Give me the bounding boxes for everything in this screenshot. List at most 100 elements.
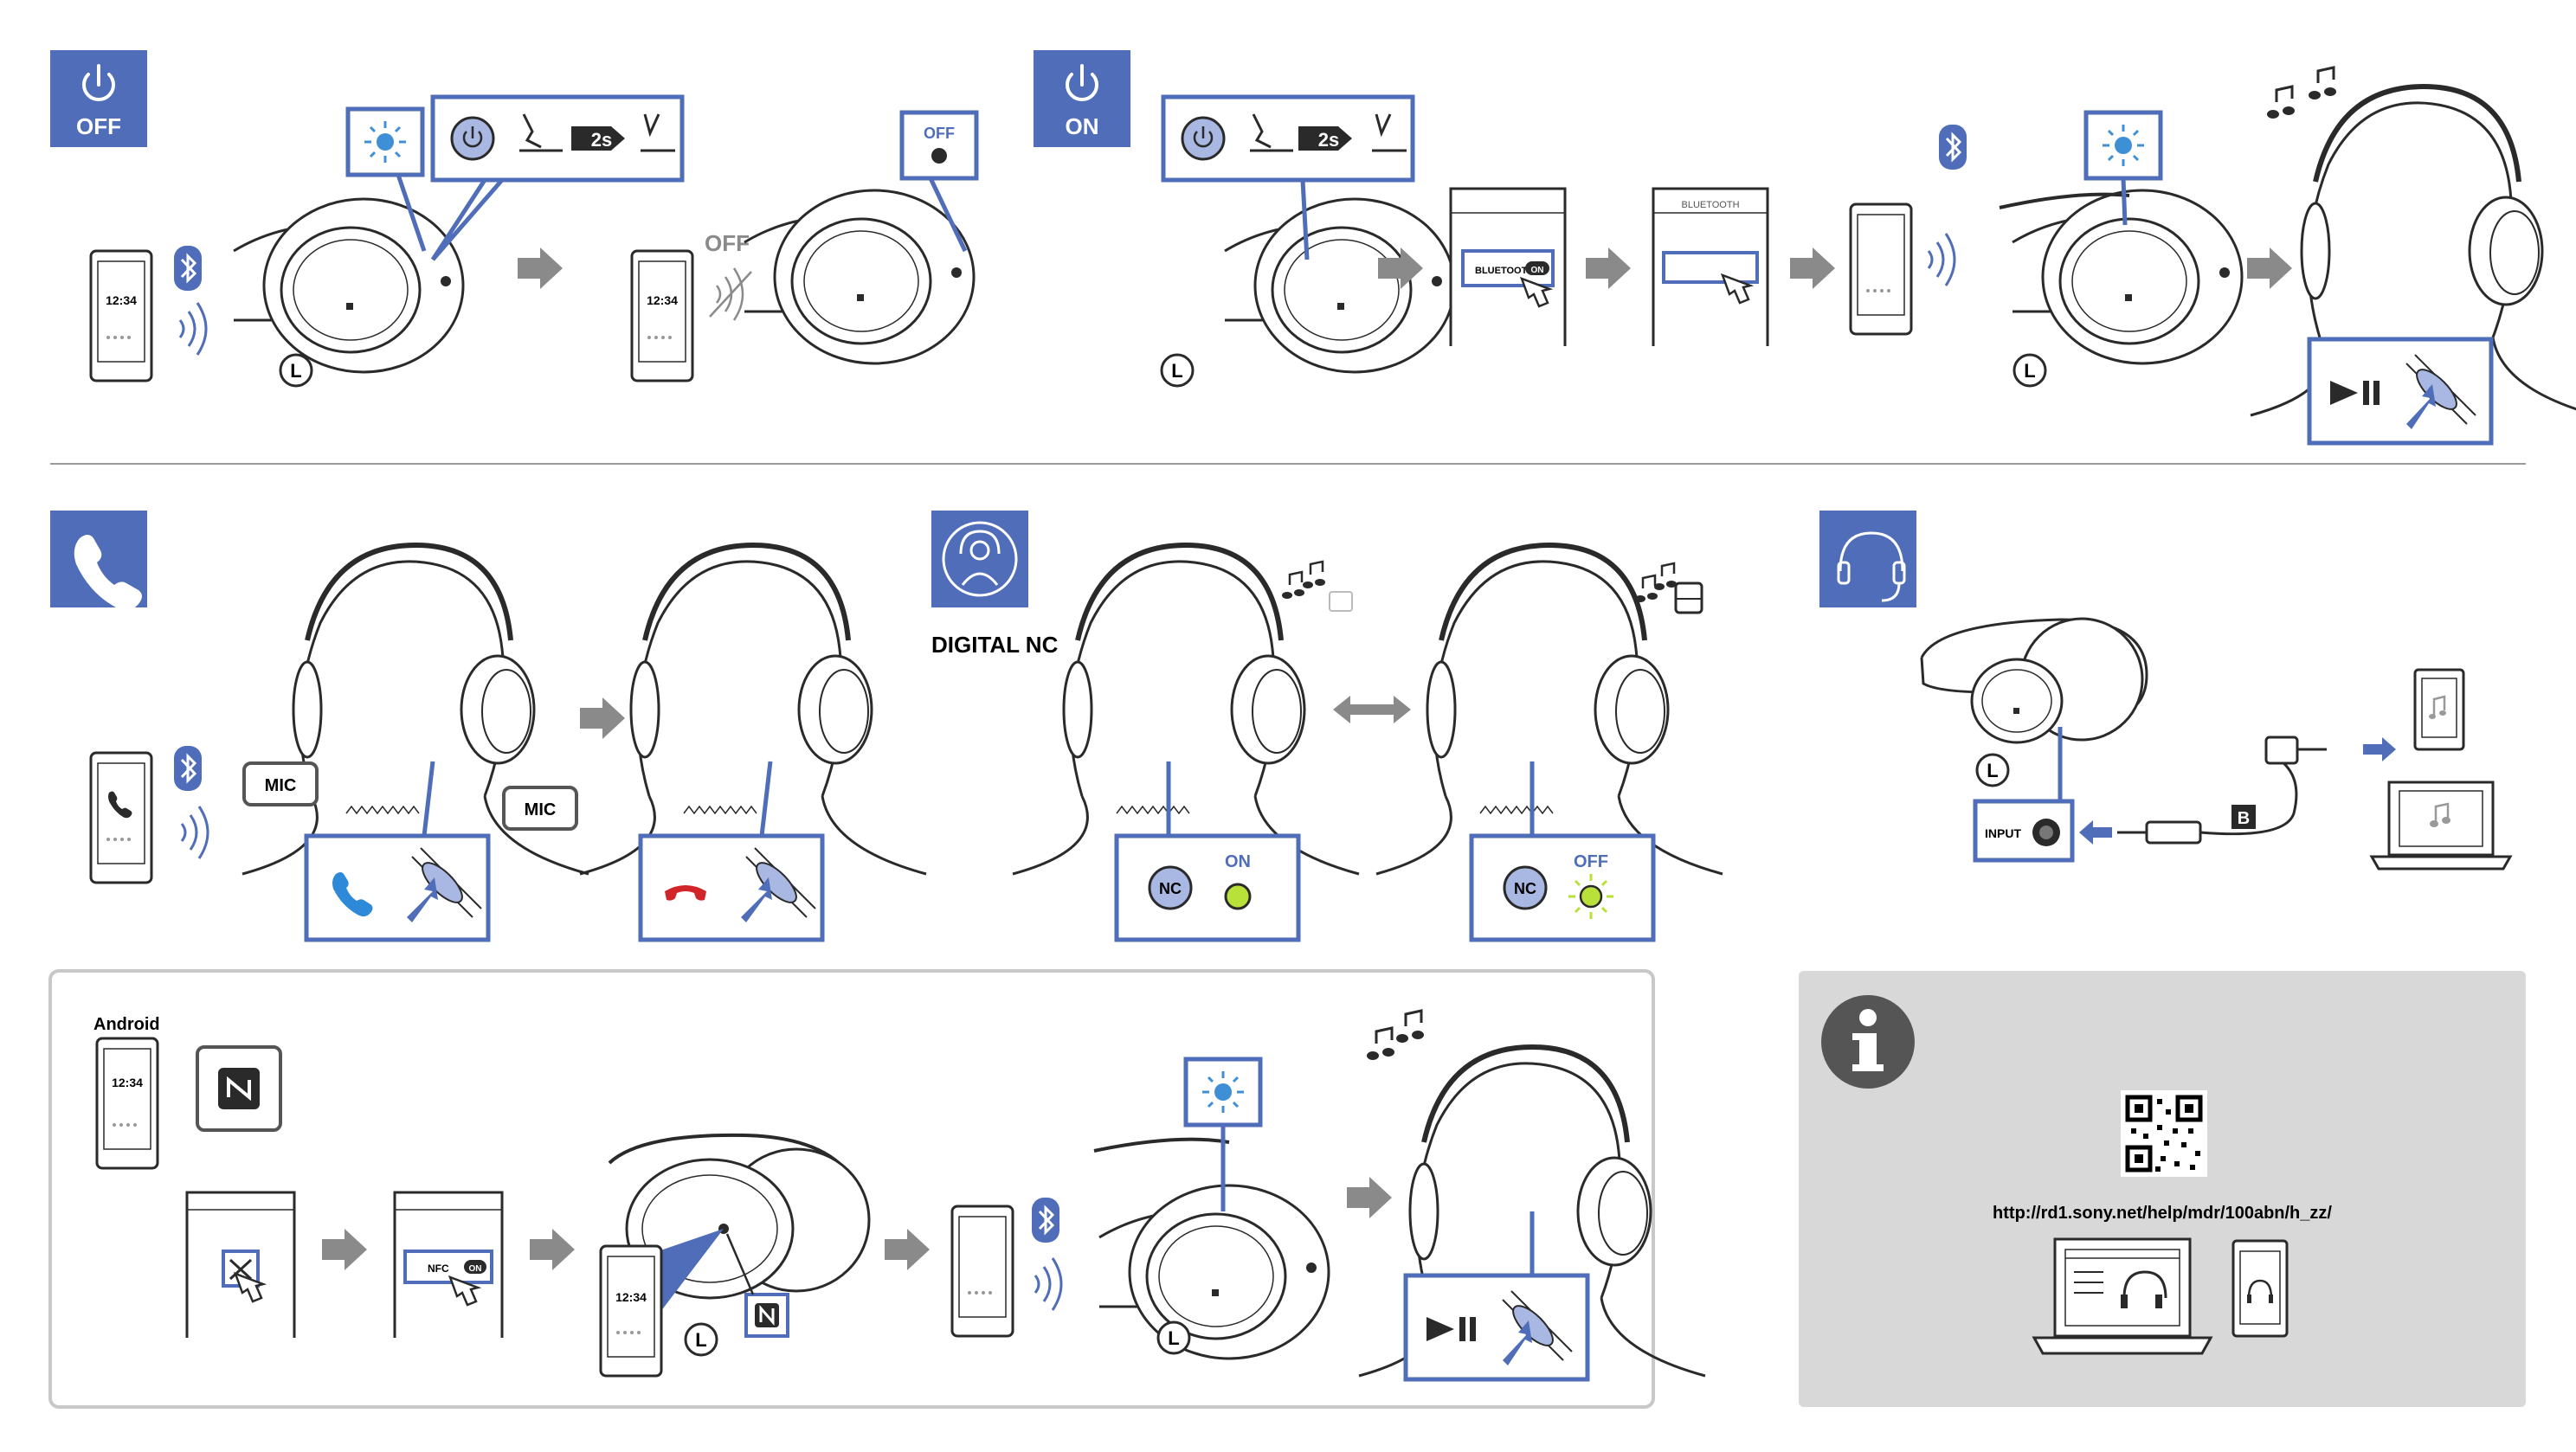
nfc-toggle-label: NFC — [428, 1262, 449, 1275]
device-list-item[interactable] — [1662, 251, 1759, 284]
left-marker — [279, 353, 313, 388]
press-hand-icon — [1250, 113, 1293, 152]
left-marker-label: L — [2024, 360, 2035, 382]
phone-clock: 12:34 — [615, 1290, 647, 1304]
headphones-illustration — [1920, 617, 2148, 744]
bluetooth-icon — [1937, 123, 1968, 171]
phone-device-list-screen: BLUETOOTH — [1652, 187, 1769, 346]
nc-button[interactable] — [1148, 865, 1193, 910]
bluetooth-toggle[interactable] — [1525, 261, 1549, 275]
music-notes-icon — [1367, 1009, 1424, 1060]
headphone-cable-icon — [1837, 531, 1906, 602]
bluetooth-signal-icon — [178, 301, 208, 357]
hold-time: 2s — [591, 129, 612, 151]
nc-state-on: ON — [1225, 852, 1251, 871]
call-section: MIC MIC — [50, 511, 926, 942]
headphone-earcup — [1223, 197, 1456, 374]
mic-text-right: MIC — [525, 800, 557, 819]
tablet-illustration — [2413, 668, 2465, 751]
phone-illustration — [89, 751, 153, 884]
step-arrow — [1586, 247, 1631, 289]
phone-illustration — [1849, 202, 1913, 336]
headphone-earcup — [232, 197, 465, 374]
step-arrow — [2247, 247, 2292, 289]
help-url[interactable]: http://rd1.sony.net/help/mdr/100abn/h_zz… — [1993, 1204, 2332, 1223]
step-arrow — [580, 697, 625, 739]
mic-label-left — [242, 761, 319, 806]
bluetooth-signal-icon — [180, 805, 209, 860]
phone-illustration — [630, 249, 694, 382]
mic-label-right — [502, 786, 578, 831]
tap-hand-icon — [233, 1271, 267, 1303]
phone-clock: 12:34 — [112, 1076, 143, 1089]
left-marker — [2012, 353, 2047, 388]
led-off-callout — [899, 110, 979, 181]
phone-settings-screen — [185, 1191, 296, 1338]
left-marker — [684, 1322, 718, 1357]
nc-led-blinking-icon — [1568, 874, 1613, 919]
bluetooth-signal-icon — [1927, 232, 1956, 287]
nc-button[interactable] — [1503, 865, 1548, 910]
phone-icon — [74, 535, 142, 611]
tap-hand-icon — [448, 1275, 482, 1307]
digital-nc-logo: DIGITAL NC — [931, 632, 1059, 658]
qr-code — [2121, 1090, 2207, 1177]
nfc-toggle-state: ON — [469, 1264, 482, 1274]
headphones-touch-nfc — [608, 1133, 871, 1315]
phone-illustration — [599, 1244, 663, 1378]
bluetooth-icon — [172, 744, 203, 793]
power-off-section: OFF 12:34 L 2s 12:34 OFF — [50, 50, 979, 388]
release-hand-icon — [1372, 113, 1407, 152]
hold-arrow — [1298, 126, 1352, 151]
left-marker-label: L — [290, 360, 301, 382]
tap-hand-icon — [1519, 276, 1554, 308]
badge-label-on: ON — [1066, 113, 1099, 139]
left-marker — [1156, 1320, 1191, 1355]
noise-cancel-section: DIGITAL NC NC ON NC OFF — [931, 511, 1723, 942]
person-with-headphones — [1376, 545, 1723, 874]
power-on-section: ON L 2s BLUETOOTH ON BLUETOOTH — [1034, 50, 2576, 446]
left-marker-label: L — [1171, 360, 1182, 382]
nc-button-label: NC — [1514, 880, 1536, 897]
os-label: Android — [93, 1015, 160, 1034]
badge-label-off: OFF — [76, 113, 121, 139]
cable-tag — [2231, 805, 2256, 829]
info-section: http://rd1.sony.net/help/mdr/100abn/h_zz… — [1799, 971, 2526, 1407]
nc-on-callout — [1114, 833, 1301, 942]
phone-nfc-settings-screen: NFC ON — [393, 1191, 504, 1338]
nc-state-off: OFF — [1574, 852, 1608, 871]
bluetooth-toggle-label: BLUETOOTH — [1475, 266, 1534, 276]
music-notes-icon — [2267, 66, 2336, 119]
led-callout — [1183, 1057, 1263, 1128]
play-pause-icon — [1426, 1317, 1476, 1341]
insert-arrow — [2079, 820, 2112, 845]
phone-illustration — [89, 249, 153, 382]
hold-arrow — [571, 126, 625, 151]
laptop-illustration — [2032, 1237, 2213, 1355]
phone-illustration — [2231, 1239, 2289, 1338]
laptop-illustration — [2369, 781, 2513, 871]
led-state-label: OFF — [924, 125, 955, 142]
nfc-toggle[interactable] — [464, 1260, 486, 1274]
cable-badge — [1819, 511, 1916, 607]
phone-clock: 12:34 — [647, 293, 678, 307]
input-label: INPUT — [1985, 826, 2021, 840]
toggle-arrow — [1333, 696, 1411, 723]
phone-settings-screen: BLUETOOTH ON — [1449, 187, 1567, 346]
headphone-earcup — [2011, 189, 2244, 365]
cable-section: L INPUT B — [1819, 511, 2513, 871]
nfc-section: Android 12:34 NFC ON — [48, 969, 1705, 1409]
bluetooth-toggle-state: ON — [1531, 266, 1544, 275]
signal-off-icon — [709, 267, 752, 321]
tap-hand-icon — [1720, 273, 1755, 305]
left-marker-label: L — [1168, 1327, 1179, 1349]
music-notes-icon — [1635, 562, 1677, 602]
left-marker — [1160, 353, 1195, 388]
phone-clock: 12:34 — [106, 293, 137, 307]
nc-off-callout — [1469, 833, 1656, 942]
signal-off-label: OFF — [705, 230, 750, 256]
bus-icon-faded — [1329, 591, 1353, 612]
answer-call-icon — [332, 872, 373, 917]
power-icon — [1066, 64, 1098, 102]
